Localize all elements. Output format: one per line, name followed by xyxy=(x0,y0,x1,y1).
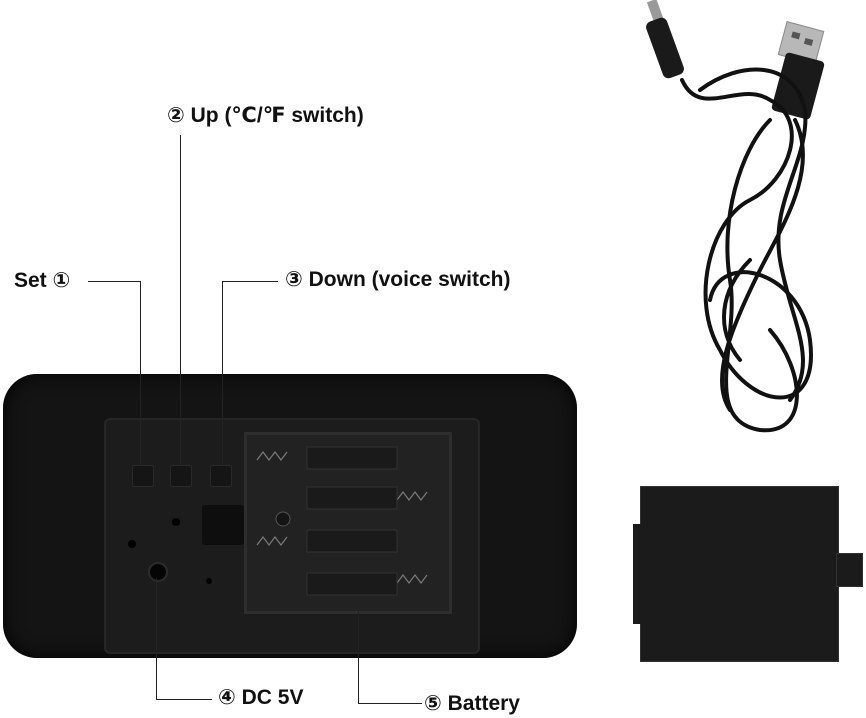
up-button[interactable] xyxy=(170,465,192,487)
dc-port[interactable] xyxy=(148,562,168,582)
hole xyxy=(128,540,136,548)
battery-spring-icon xyxy=(256,446,428,596)
set-callout-v xyxy=(140,281,141,465)
battery-callout-v xyxy=(358,600,359,703)
dc-plug-icon xyxy=(646,0,684,79)
set-label: Set ① xyxy=(14,269,71,292)
dc-label: ④ DC 5V xyxy=(218,686,304,709)
battery-compartment[interactable] xyxy=(244,432,452,614)
down-callout-v xyxy=(222,281,223,465)
down-label: ③ Down (voice switch) xyxy=(285,268,511,291)
battery-label: ⑤ Battery xyxy=(424,692,520,715)
battery-cover xyxy=(640,486,839,662)
down-callout-h xyxy=(222,281,278,282)
cover-clip xyxy=(836,553,863,587)
set-callout-h xyxy=(88,281,140,282)
cover-tab xyxy=(633,524,643,624)
usb-plug-icon xyxy=(771,21,825,120)
set-button[interactable] xyxy=(132,465,154,487)
hole xyxy=(172,518,180,526)
dc-callout-h xyxy=(156,699,212,700)
up-label: ② Up (℃/℉ switch) xyxy=(167,104,364,127)
down-button[interactable] xyxy=(210,465,232,487)
dc-callout-v xyxy=(156,578,157,699)
battery-callout-h xyxy=(358,703,422,704)
hole xyxy=(206,578,212,584)
switch-slot xyxy=(202,505,244,545)
up-callout-v xyxy=(180,135,181,465)
usb-cable xyxy=(646,0,825,433)
cable-loops xyxy=(680,67,813,433)
